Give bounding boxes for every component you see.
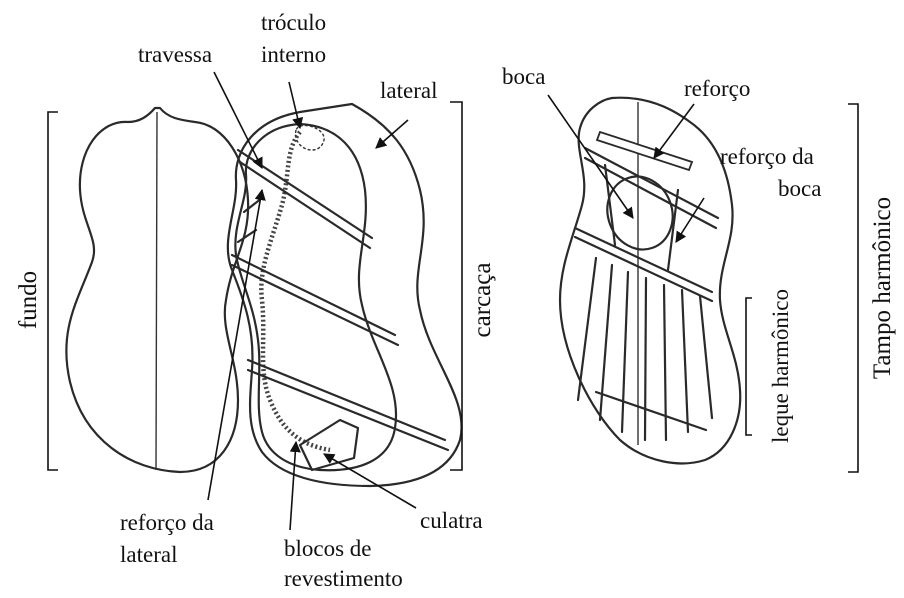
upper-bar [597,132,692,170]
pointer-arrows [208,72,704,530]
bracket-tampo [848,104,858,472]
label-reforco-lateral-1: reforço da [120,510,214,535]
label-tampo: Tampo harmônico [869,197,896,379]
label-lateral: lateral [380,78,437,103]
label-blocos-2: revestimento [284,566,403,591]
back-braces [232,150,448,450]
bracket-leque [746,298,752,435]
label-fundo: fundo [15,271,42,329]
label-troculo-1: tróculo [261,10,326,35]
bracket-fundo [48,112,58,470]
label-reforco-boca-2: boca [778,176,821,201]
guitar-ribs [228,104,462,486]
back-center-seam [156,112,157,470]
label-reforco-boca-1: reforço da [720,144,814,169]
label-reforco: reforço [684,76,750,101]
label-culatra: culatra [420,508,483,533]
label-leque: leque harmônico [768,289,793,443]
label-reforco-lateral-2: lateral [120,542,177,567]
label-travessa: travessa [138,42,212,67]
guitar-back [66,108,248,472]
label-blocos-1: blocos de [284,536,372,561]
label-troculo-2: interno [261,42,326,67]
label-carcaca: carcaça [469,263,496,338]
label-boca: boca [502,64,545,89]
